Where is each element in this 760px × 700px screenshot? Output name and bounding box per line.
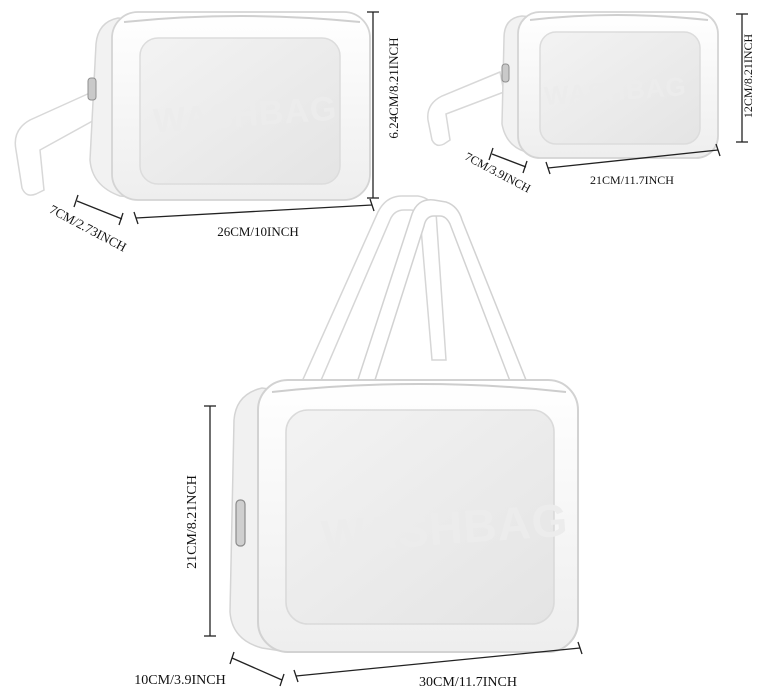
medium-bag-window bbox=[139, 37, 341, 185]
small-bag-strap bbox=[427, 70, 505, 147]
large-bag-back-handle bbox=[298, 195, 447, 393]
medium-bag-depth-dimension: 7CM/2.73INCH bbox=[47, 194, 129, 255]
medium-bag: WASHBAG bbox=[14, 11, 371, 201]
medium-bag-width-label: 26CM/10INCH bbox=[217, 224, 299, 239]
large-bag-height-label: 21CM/8.21NCH bbox=[185, 475, 200, 569]
large-bag-width-label: 30CM/11.7INCH bbox=[419, 675, 517, 690]
medium-bag-zipper-pull bbox=[87, 77, 97, 101]
medium-bag-height-dimension: 6.24CM/8.21INCH bbox=[367, 11, 401, 199]
small-bag-width-label: 21CM/11.7INCH bbox=[590, 173, 674, 187]
large-bag-zipper bbox=[271, 383, 567, 393]
large-bag-depth-label: 10CM/3.9INCH bbox=[134, 673, 225, 688]
medium-bag-width-dimension: 26CM/10INCH bbox=[133, 198, 375, 239]
large-bag-width-dimension: 30CM/11.7INCH bbox=[293, 641, 583, 690]
medium-bag-zipper bbox=[123, 15, 361, 23]
large-bag-zipper-pull bbox=[235, 499, 246, 547]
small-bag: WASHBAG bbox=[427, 11, 719, 159]
medium-bag-strap bbox=[14, 90, 99, 196]
large-bag-depth-dimension: 10CM/3.9INCH bbox=[134, 651, 285, 688]
medium-bag-height-label: 6.24CM/8.21INCH bbox=[386, 37, 401, 138]
small-bag-height-label: 12CM/8.21INCH bbox=[741, 33, 755, 118]
large-bag-height-dimension: 21CM/8.21NCH bbox=[185, 405, 216, 637]
small-bag-width-dimension: 21CM/11.7INCH bbox=[545, 143, 721, 187]
small-bag-depth-dimension: 7CM/3.9INCH bbox=[463, 147, 533, 196]
small-bag-window bbox=[539, 31, 701, 145]
small-bag-zipper-pull bbox=[501, 63, 510, 83]
large-bag: WASHBAG bbox=[229, 195, 579, 653]
small-bag-height-dimension: 12CM/8.21INCH bbox=[736, 13, 755, 143]
large-bag-window bbox=[285, 409, 555, 625]
small-bag-zipper bbox=[529, 14, 709, 21]
medium-bag-depth-label: 7CM/2.73INCH bbox=[47, 201, 129, 254]
